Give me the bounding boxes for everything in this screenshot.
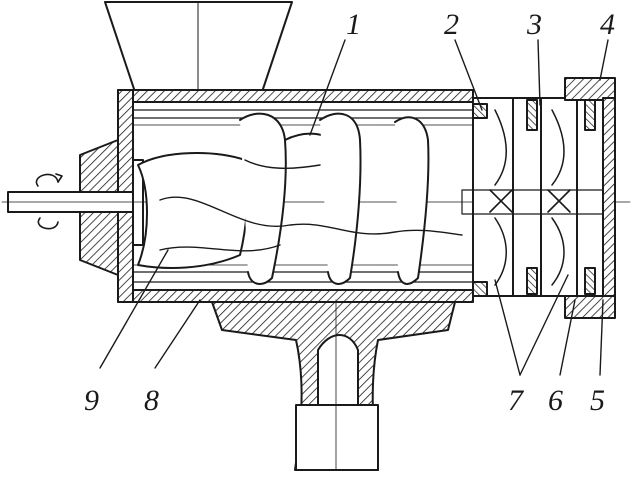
callout-7: 7: [508, 384, 525, 417]
callout-2: 2: [444, 8, 459, 41]
callout-4: 4: [600, 8, 615, 41]
callout-3: 3: [526, 8, 542, 41]
hopper: [104, 1, 293, 102]
callout-6: 6: [548, 384, 563, 417]
clamping-nut: [564, 77, 616, 319]
callout-8: 8: [144, 384, 159, 417]
housing-body: [117, 89, 474, 303]
base-stand: [211, 299, 456, 471]
leader-lines: [99, 39, 609, 376]
callout-9: 9: [84, 384, 99, 417]
screw-auger: [137, 112, 463, 285]
callout-1: 1: [346, 8, 361, 41]
callout-5: 5: [590, 384, 605, 417]
cutting-assembly: [461, 97, 611, 297]
